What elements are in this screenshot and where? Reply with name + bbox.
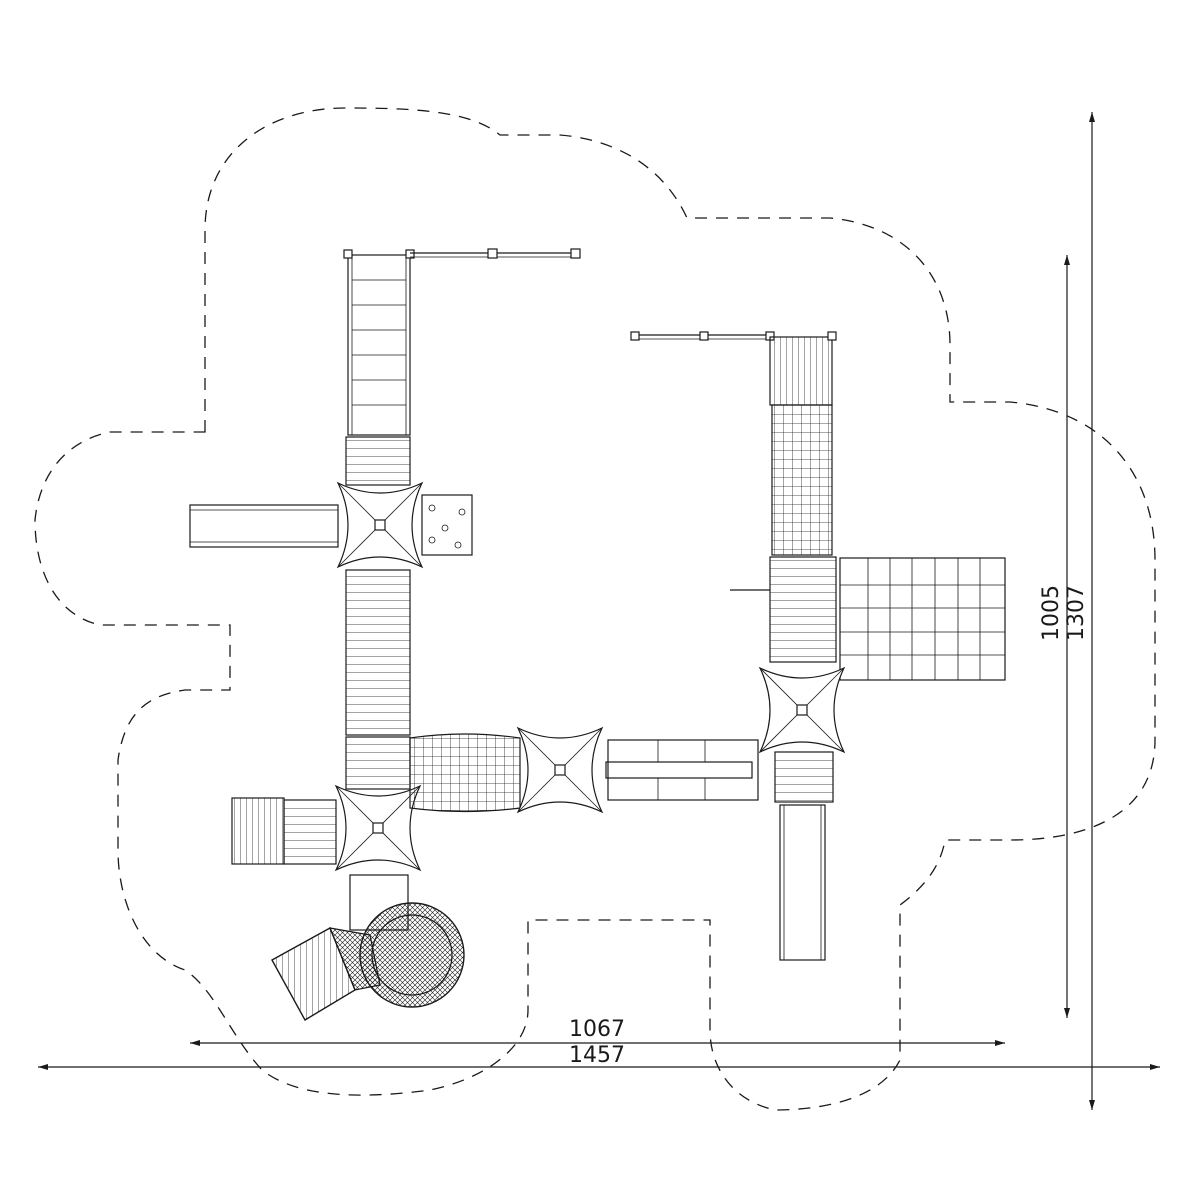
middle-left-deck	[345, 569, 411, 736]
dimension-outer-width: 1457	[38, 1043, 1160, 1070]
tower-roof-1	[336, 481, 424, 569]
outer-height-label: 1307	[1064, 585, 1089, 641]
top-right-rail	[630, 331, 775, 341]
lower-left-deck	[345, 736, 411, 790]
upper-left-deck	[345, 436, 411, 486]
net-climber	[771, 404, 833, 556]
outer-width-label: 1457	[569, 1043, 625, 1068]
right-grid-panel	[839, 557, 1006, 681]
lower-left-stairs	[231, 797, 337, 865]
tower-roof-3	[516, 726, 604, 814]
tower-roof-4	[758, 666, 846, 754]
inner-height-label: 1005	[1039, 585, 1064, 641]
safety-zone-outline	[34, 107, 1156, 1111]
panel-bridge	[605, 739, 759, 801]
climbing-wall	[421, 494, 473, 556]
dimension-inner-height: 1005	[1039, 255, 1070, 1018]
top-left-ladder	[343, 249, 415, 436]
inner-width-label: 1067	[569, 1017, 625, 1042]
left-side-bridge	[189, 504, 339, 548]
tower-roof-2	[334, 784, 422, 872]
dimension-inner-width: 1067	[190, 1017, 1005, 1046]
spiral-slide	[271, 874, 465, 1021]
right-middle-deck	[769, 556, 837, 663]
dimension-outer-height: 1307	[1064, 112, 1095, 1110]
lower-right-ladder	[779, 804, 826, 961]
lower-right-deck	[774, 751, 834, 803]
net-bridge	[409, 733, 521, 813]
top-right-deck	[769, 336, 833, 406]
top-left-rail	[410, 248, 581, 259]
